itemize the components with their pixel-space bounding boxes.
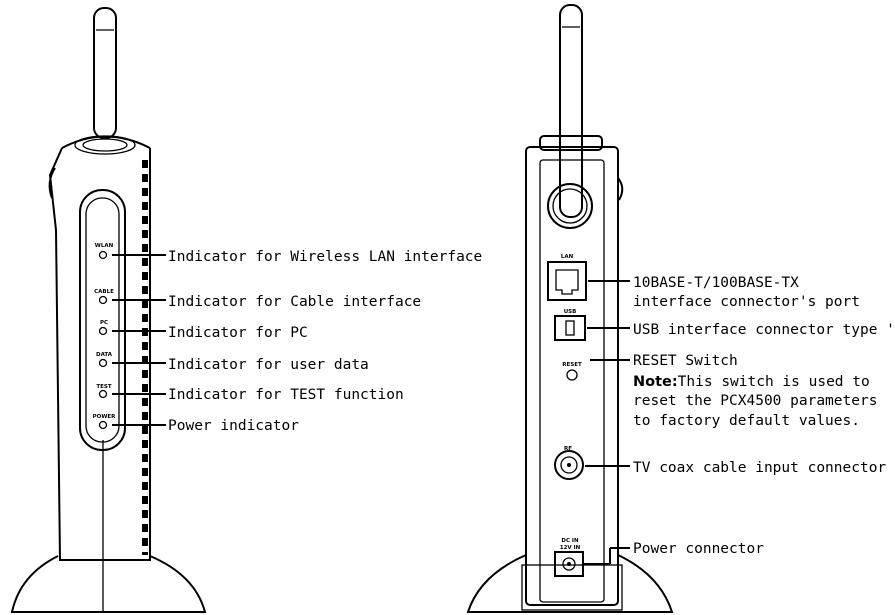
callout-usb: USB interface connector type 'B' xyxy=(633,322,895,338)
antenna-front xyxy=(93,7,117,139)
lan-label: LAN xyxy=(561,254,574,260)
callout-cable-indicator: Indicator for Cable interface xyxy=(168,294,421,310)
led-cable: CABLE xyxy=(94,289,114,305)
dc-label-2: 12V IN xyxy=(560,545,581,551)
led-panel xyxy=(79,189,126,451)
led-label: DATA xyxy=(96,352,113,358)
front-body xyxy=(48,147,151,561)
front-leader-lines xyxy=(112,254,166,426)
usb-port: USB xyxy=(554,309,586,341)
rear-base xyxy=(466,554,674,613)
led-wlan: WLAN xyxy=(95,243,114,260)
front-view-device: WLAN CABLE PC DATA TEST POWER xyxy=(10,7,482,613)
front-base xyxy=(10,555,207,613)
callout-reset-note-line1: Note:This switch is used to xyxy=(633,374,870,390)
rear-body xyxy=(525,146,619,606)
callout-rf: TV coax cable input connector xyxy=(633,460,886,476)
led-label: POWER xyxy=(93,414,117,420)
rf-label: RF xyxy=(564,446,572,452)
dc-label-1: DC IN xyxy=(561,538,579,544)
led-pc: PC xyxy=(98,320,108,336)
led-label: WLAN xyxy=(95,243,114,249)
callout-reset-note-line2: reset the PCX4500 parameters xyxy=(633,393,877,409)
led-data: DATA xyxy=(96,352,113,368)
led-test: TEST xyxy=(96,384,112,399)
callout-lan-line2: interface connector's port xyxy=(633,294,860,310)
led-power: POWER xyxy=(93,414,117,430)
led-label: PC xyxy=(100,320,108,326)
callout-power: Power connector xyxy=(633,541,764,557)
dc-in-connector: DC IN 12V IN xyxy=(554,538,584,577)
callout-power-indicator: Power indicator xyxy=(168,418,299,434)
callout-reset-note-line3: to factory default values. xyxy=(633,413,860,429)
led-label: TEST xyxy=(96,384,111,390)
callout-test-indicator: Indicator for TEST function xyxy=(168,387,404,403)
callout-reset-title: RESET Switch xyxy=(633,353,738,369)
note-label: Note: xyxy=(633,374,678,390)
reset-switch: RESET xyxy=(562,362,582,381)
antenna-mount xyxy=(547,183,593,229)
rear-panel xyxy=(539,159,605,603)
antenna-rear xyxy=(559,4,583,218)
callout-wlan-indicator: Indicator for Wireless LAN interface xyxy=(168,249,482,265)
lan-port: LAN xyxy=(547,254,587,301)
usb-label: USB xyxy=(564,309,577,315)
callout-pc-indicator: Indicator for PC xyxy=(168,325,308,341)
rf-connector: RF xyxy=(554,446,584,480)
callout-lan-line1: 10BASE-T/100BASE-TX xyxy=(633,275,799,291)
reset-label: RESET xyxy=(562,362,582,368)
note-line1: This switch is used to xyxy=(678,374,870,390)
led-label: CABLE xyxy=(94,289,114,295)
rear-leader-lines xyxy=(584,280,630,565)
rear-view-device: LAN USB RESET RF DC IN 12V IN xyxy=(466,4,895,613)
callout-data-indicator: Indicator for user data xyxy=(168,357,369,373)
